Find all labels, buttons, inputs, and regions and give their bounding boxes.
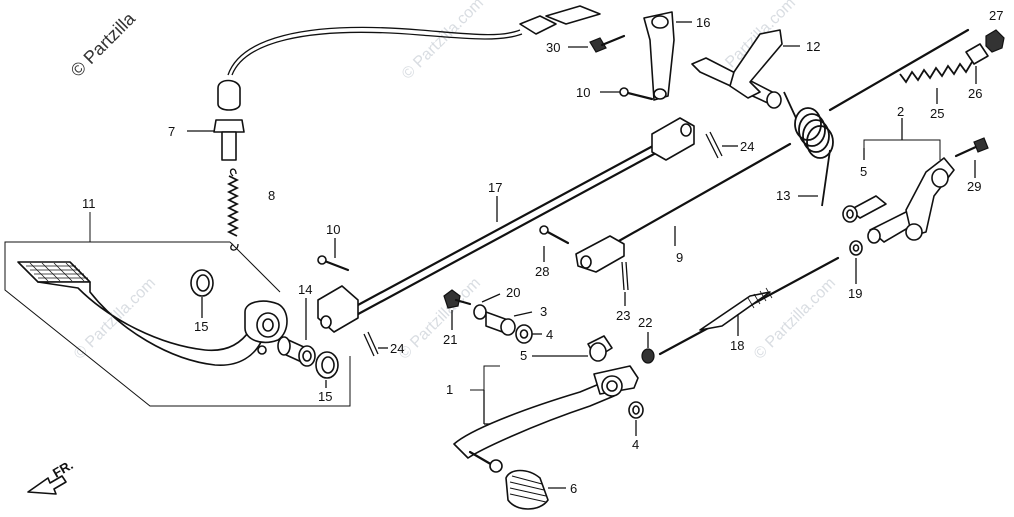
callout-13: 13 (776, 188, 790, 203)
callout-1: 1 (446, 382, 453, 397)
callout-25: 25 (930, 106, 944, 121)
callout-11: 11 (82, 196, 96, 211)
callout-10: 10 (326, 222, 340, 237)
callout-20: 20 (506, 285, 520, 300)
part-2-linkage (842, 118, 955, 244)
part-29-bolt (954, 137, 989, 178)
callout-16: 16 (696, 15, 710, 30)
callout-30: 30 (546, 40, 560, 55)
callout-10: 10 (576, 85, 590, 100)
part-1-lever (453, 365, 639, 473)
callout-24: 24 (740, 139, 754, 154)
callout-2: 2 (897, 104, 904, 119)
callout-5: 5 (520, 348, 527, 363)
watermark-corner: © Partzilla (67, 8, 140, 81)
part-4-washer (628, 401, 644, 436)
callout-15: 15 (194, 319, 208, 334)
part-14-collar (277, 298, 316, 367)
callout-27: 27 (989, 8, 1003, 23)
part-25-adjuster-spring (828, 28, 973, 112)
part-8-switch-spring (226, 168, 240, 251)
watermark-tile: © Partzilla.com (396, 275, 484, 363)
part-4-washer-upper (515, 324, 542, 344)
callout-17: 17 (488, 180, 502, 195)
callout-4: 4 (546, 327, 553, 342)
part-19-washer (849, 240, 863, 284)
part-3-collar (485, 311, 533, 336)
part-30-bolt (568, 34, 626, 53)
callout-26: 26 (968, 86, 982, 101)
callout-21: 21 (443, 332, 457, 347)
part-15-oil-seal (190, 269, 339, 388)
part-21-bolt (443, 289, 472, 330)
callout-6: 6 (570, 481, 577, 496)
part-13-return-spring (783, 91, 834, 207)
watermark-tile: © Partzilla.com (399, 0, 487, 83)
callout-layer: 1 2 3 4 4 5 5 6 7 8 9 10 10 11 12 13 14 … (82, 8, 1003, 496)
callout-28: 28 (535, 264, 549, 279)
callout-22: 22 (638, 315, 652, 330)
callout-5: 5 (860, 164, 867, 179)
part-10-pin (317, 87, 654, 272)
direction-label: FR. (50, 457, 76, 480)
callout-3: 3 (540, 304, 547, 319)
callout-9: 9 (676, 250, 683, 265)
part-18-brake-rod (658, 256, 840, 356)
part-24-cotter-pin (363, 131, 738, 357)
callout-14: 14 (298, 282, 312, 297)
front-direction-arrow: FR. (27, 457, 76, 495)
callout-18: 18 (730, 338, 744, 353)
part-26-pin (965, 43, 989, 84)
part-7-brake-switch (187, 5, 601, 161)
callout-19: 19 (848, 286, 862, 301)
callout-24: 24 (390, 341, 404, 356)
part-12-brake-arm-shaft (691, 29, 800, 109)
part-16-arm (643, 11, 692, 101)
part-28-pin (539, 225, 570, 262)
callout-12: 12 (806, 39, 820, 54)
part-27-nut (985, 29, 1005, 53)
watermark-tile: © Partzilla.com (751, 275, 839, 363)
callout-4: 4 (632, 437, 639, 452)
part-23-cotter-pin (621, 261, 629, 306)
part-6-footpeg (505, 469, 566, 510)
callout-8: 8 (268, 188, 275, 203)
part-22-nut (641, 332, 655, 364)
callout-15: 15 (318, 389, 332, 404)
part-5-collar (532, 335, 613, 362)
part-9-rod (575, 142, 792, 273)
part-11-brake-pedal (4, 212, 351, 407)
callout-29: 29 (967, 179, 981, 194)
part-17-brake-rod (317, 117, 695, 333)
callout-23: 23 (616, 308, 630, 323)
callout-7: 7 (168, 124, 175, 139)
